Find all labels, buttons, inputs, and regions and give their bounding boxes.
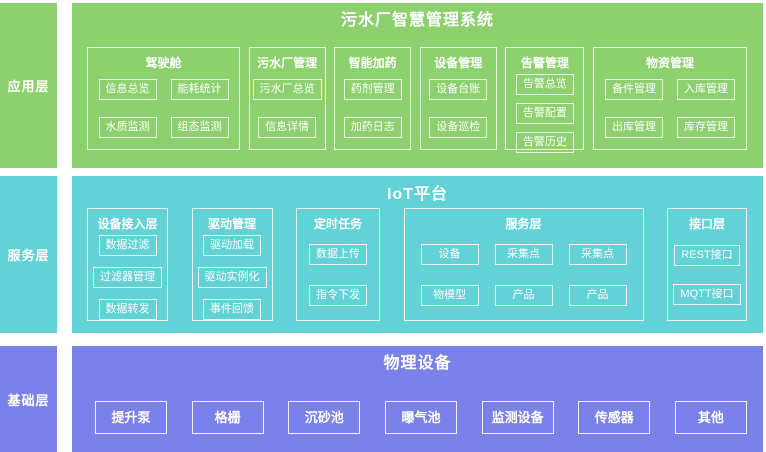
module-chip: 能耗统计 [170, 79, 229, 100]
module-chip: 产品 [568, 284, 627, 306]
module-chip: MQTT接口 [673, 283, 741, 305]
group-title: 接口层 [688, 217, 725, 231]
physical-devices-title: 物理设备 [383, 355, 452, 372]
group-title: 设备管理 [434, 56, 483, 70]
module-chip: 驱动加载 [203, 235, 261, 256]
iot-groups: 设备接入层 数据过滤 过滤器管理 数据转发 驱动管理 驱动加载 [87, 208, 747, 321]
module-chip: 过滤器管理 [93, 267, 162, 288]
module-chip: 物模型 [420, 284, 479, 306]
group-plant-management: 污水厂管理 污水厂总览 信息详情 [248, 47, 326, 150]
group-title: 设备接入层 [97, 217, 158, 231]
module-chip: 入库管理 [676, 79, 735, 100]
label-service-layer: 服务层 [0, 176, 57, 333]
module-chip: 信息详情 [258, 117, 317, 138]
foundation-layer-row: 基础层 物理设备 提升泵 格栅 沉砂池 曝气池 监测设备 传感器 其他 [0, 346, 763, 452]
module-chip: 加药日志 [343, 117, 402, 138]
service-layer-row: 服务层 IoT平台 设备接入层 数据过滤 过滤器管理 数据转发 驱动管理 [0, 176, 763, 333]
application-layer-title: 污水厂智慧管理系统 [340, 12, 494, 29]
device-chip: 传感器 [578, 401, 651, 434]
group-title: 污水厂管理 [257, 56, 318, 70]
group-smart-dosing: 智能加药 药剂管理 加药日志 [334, 47, 412, 150]
iot-platform-title: IoT平台 [387, 186, 448, 203]
group-title: 物资管理 [645, 56, 694, 70]
module-chip: 产品 [494, 284, 553, 306]
group-service-layer: 服务层 设备 采集点 采集点 物模型 产品 产品 [403, 208, 644, 321]
group-title: 服务层 [505, 217, 542, 231]
module-chip: REST接口 [674, 244, 740, 266]
group-title: 告警管理 [520, 56, 569, 70]
module-chip: 信息总览 [98, 79, 157, 100]
group-interface-layer: 接口层 REST接口 MQTT接口 [667, 208, 747, 321]
module-chip: 备件管理 [604, 79, 663, 100]
module-chip: 告警历史 [515, 132, 574, 153]
module-chip: 告警配置 [515, 103, 574, 124]
module-chip: 事件回馈 [203, 299, 261, 320]
application-layer-row: 应用层 污水厂智慧管理系统 驾驶舱 信息总览 能耗统计 水质监测 组态监测 [0, 3, 763, 168]
group-title: 智能加药 [348, 56, 397, 70]
module-chip: 数据上传 [309, 243, 367, 265]
group-cockpit: 驾驶舱 信息总览 能耗统计 水质监测 组态监测 [87, 47, 240, 150]
application-groups: 驾驶舱 信息总览 能耗统计 水质监测 组态监测 污水厂管理 [87, 47, 747, 153]
application-layer-panel: 污水厂智慧管理系统 驾驶舱 信息总览 能耗统计 水质监测 组态监测 污水厂管理 [72, 3, 763, 168]
module-chip: 水质监测 [98, 117, 157, 138]
group-device-access: 设备接入层 数据过滤 过滤器管理 数据转发 [87, 208, 168, 321]
iot-platform-panel: IoT平台 设备接入层 数据过滤 过滤器管理 数据转发 驱动管理 [72, 176, 763, 333]
physical-devices-items: 提升泵 格栅 沉砂池 曝气池 监测设备 传感器 其他 [95, 401, 747, 434]
group-title: 驱动管理 [207, 217, 256, 231]
group-alarm-management: 告警管理 告警总览 告警配置 告警历史 [505, 47, 585, 153]
module-chip: 设备巡检 [429, 117, 488, 138]
module-chip: 药剂管理 [343, 79, 402, 100]
group-title: 定时任务 [313, 217, 362, 231]
device-chip: 提升泵 [95, 401, 167, 434]
label-foundation-layer: 基础层 [0, 346, 57, 452]
module-chip: 数据过滤 [98, 235, 157, 256]
group-title: 驾驶舱 [145, 56, 182, 70]
group-materials-management: 物资管理 备件管理 入库管理 出库管理 库存管理 [592, 47, 747, 150]
module-chip: 库存管理 [676, 117, 735, 138]
module-chip: 出库管理 [604, 117, 663, 138]
module-chip: 采集点 [494, 243, 553, 265]
module-chip: 组态监测 [170, 117, 229, 138]
group-driver-management: 驱动管理 驱动加载 驱动实例化 事件回馈 [191, 208, 273, 321]
module-chip: 告警总览 [515, 74, 574, 95]
device-chip: 曝气池 [384, 401, 457, 434]
module-chip: 驱动实例化 [197, 267, 267, 288]
physical-devices-panel: 物理设备 提升泵 格栅 沉砂池 曝气池 监测设备 传感器 其他 [72, 346, 763, 452]
group-equipment-management: 设备管理 设备台账 设备巡检 [419, 47, 497, 150]
module-chip: 设备台账 [429, 79, 488, 100]
device-chip: 沉砂池 [288, 401, 361, 434]
device-chip: 其他 [674, 401, 747, 434]
module-chip: 指令下发 [309, 284, 367, 306]
module-chip: 采集点 [568, 243, 627, 265]
device-chip: 监测设备 [481, 401, 554, 434]
module-chip: 数据转发 [98, 299, 157, 320]
device-chip: 格栅 [191, 401, 264, 434]
module-chip: 设备 [420, 243, 479, 265]
label-application-layer: 应用层 [0, 3, 57, 168]
module-chip: 污水厂总览 [252, 79, 322, 100]
group-scheduled-tasks: 定时任务 数据上传 指令下发 [296, 208, 380, 321]
